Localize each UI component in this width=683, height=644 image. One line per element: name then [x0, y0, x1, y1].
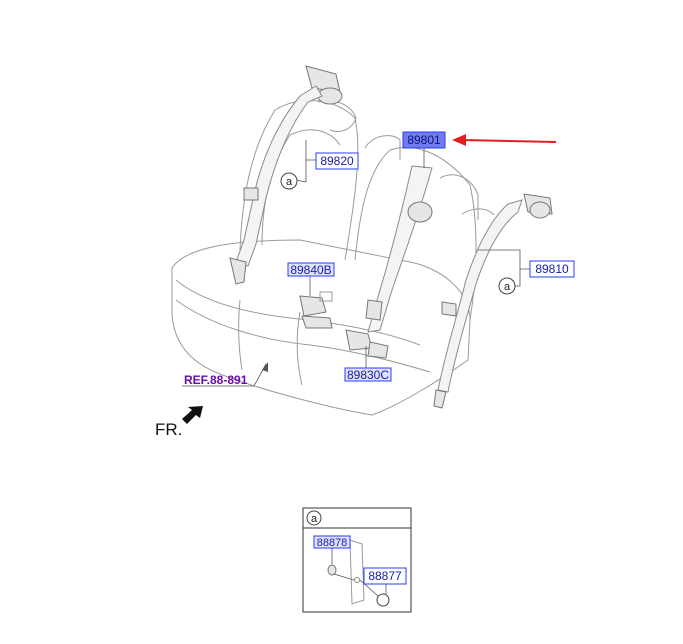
- part-number-89840b: 89840B: [290, 263, 331, 277]
- callout-letter: a: [504, 281, 511, 293]
- part-number-89801: 89801: [407, 133, 441, 147]
- highlight-arrow: [452, 134, 557, 146]
- buckle-89840b: [299, 291, 333, 329]
- callout-a-detail[interactable]: a: [306, 510, 322, 526]
- part-number-88878: 88878: [317, 537, 348, 549]
- part-number-89820: 89820: [320, 154, 354, 168]
- callout-letter: a: [311, 513, 318, 525]
- front-label: FR.: [155, 420, 182, 439]
- part-number-88877: 88877: [368, 569, 402, 583]
- part-label-89830c[interactable]: 89830C: [344, 367, 392, 382]
- callout-letter: a: [286, 176, 293, 188]
- leader-lines: [182, 140, 530, 387]
- ref-arrowhead: [262, 362, 268, 372]
- seat-cushion: [171, 239, 471, 416]
- reference-text: REF.88-891: [184, 373, 248, 387]
- reference-label[interactable]: REF.88-891: [184, 373, 248, 387]
- part-label-89840b[interactable]: 89840B: [287, 262, 335, 277]
- front-direction-indicator: FR.: [155, 406, 203, 439]
- part-label-88878[interactable]: 88878: [313, 535, 351, 549]
- part-label-88877[interactable]: 88877: [363, 567, 407, 585]
- part-number-89810: 89810: [535, 262, 569, 276]
- part-label-89810[interactable]: 89810: [529, 260, 575, 278]
- center-belt-assembly: [365, 165, 433, 333]
- part-label-89820[interactable]: 89820: [315, 152, 359, 170]
- callout-a-left[interactable]: a: [280, 172, 298, 190]
- front-arrow-icon: [182, 406, 203, 424]
- detail-inset: a 88878 88877: [302, 507, 412, 613]
- right-belt-assembly: [433, 193, 553, 409]
- part-label-89801[interactable]: 89801: [402, 131, 446, 149]
- part-number-89830c: 89830C: [347, 368, 389, 382]
- left-belt-assembly: [229, 65, 343, 285]
- buckle-89830c: [345, 329, 389, 359]
- callout-a-right[interactable]: a: [498, 277, 516, 295]
